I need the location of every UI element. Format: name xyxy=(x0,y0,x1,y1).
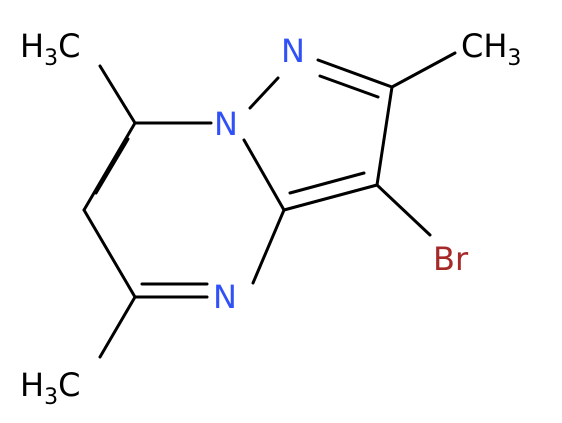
bonds xyxy=(82,51,457,359)
bond-n4-c3a xyxy=(251,208,286,285)
atom-br: Br xyxy=(433,240,469,278)
methyl-top-right: CH3 xyxy=(461,27,521,71)
bond-n2-c2-inner xyxy=(318,74,380,99)
bond-me-c7 xyxy=(98,64,137,125)
bond-c3-c3a xyxy=(282,183,379,212)
bond-c7-c6-inner xyxy=(94,137,130,195)
bond-c2-me xyxy=(390,51,457,89)
methyl-bottom-left: H3C xyxy=(20,366,80,410)
methyl-top-left: H3C xyxy=(20,27,80,71)
bond-c3a-n1 xyxy=(242,138,286,212)
atom-n-pyrimidine: N xyxy=(213,278,237,316)
bond-n2-c2 xyxy=(316,58,394,89)
bond-c2-c3 xyxy=(375,85,394,187)
atom-labels: N N N Br H3C CH3 H3C xyxy=(20,27,521,410)
bond-c3-br xyxy=(375,183,432,237)
bond-n1-n2 xyxy=(248,76,280,110)
atom-n-pyrazole: N xyxy=(281,32,305,70)
bond-c5-me xyxy=(98,295,137,359)
bond-c3-c3a-inner xyxy=(288,171,366,195)
bond-c6-c5 xyxy=(82,208,137,299)
bond-c7-c6 xyxy=(82,121,137,212)
atom-n-bridge: N xyxy=(214,105,238,143)
